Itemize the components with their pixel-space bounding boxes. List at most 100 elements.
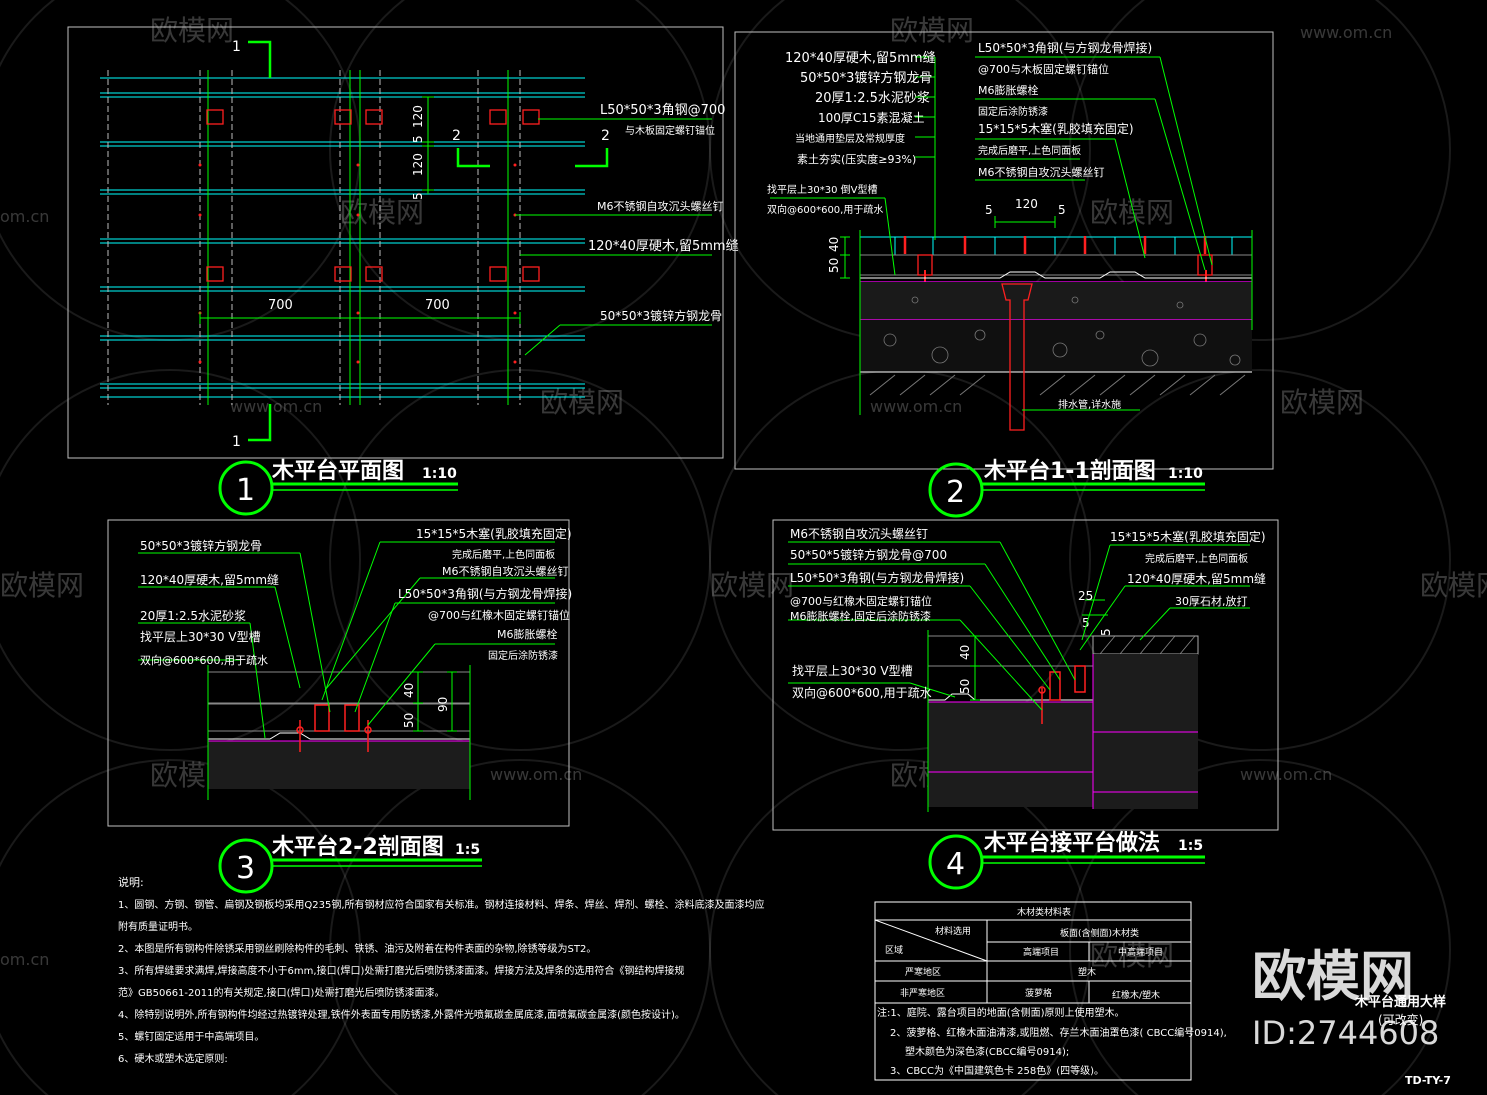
section3-label: 120*40厚硬木,留5mm缝 (140, 572, 279, 587)
watermark-brand: 欧模网 (1420, 569, 1487, 602)
section2-label: 双向@600*600,用于疏水 (767, 203, 883, 216)
table-header: 板面(含侧面)木材类 (1060, 927, 1139, 939)
section4-label: M6不锈钢自攻沉头螺丝钉 (790, 527, 928, 541)
watermark-site: www.om.cn (870, 397, 962, 416)
watermark-site: om.cn (0, 207, 49, 226)
plan-dims (199, 96, 521, 324)
title-2: 2 木平台1-1剖面图 1:10 (928, 458, 1205, 518)
screed-line (860, 271, 1252, 279)
table-cell: 菠萝格 (1025, 987, 1052, 999)
view-title: 木平台接平台做法 (983, 830, 1160, 856)
table-cell: 红橡木/塑木 (1112, 989, 1160, 1001)
section3-label: @700与红橡木固定螺钉锚位 (428, 608, 570, 622)
title-1: 1 木平台平面图 1:10 (218, 458, 458, 516)
section2-label: @700与木板固定螺钉锚位 (978, 62, 1109, 76)
table-cell: 严寒地区 (905, 966, 941, 978)
dim-50: 50 (958, 679, 972, 694)
watermark-site: www.om.cn (230, 397, 322, 416)
note-line: 1、圆钢、方钢、钢管、扁钢及钢板均采用Q235钢,所有钢材应符合国家有关标准。钢… (118, 898, 765, 911)
notes-title: 说明: (118, 875, 144, 889)
watermark-texts: 欧模网 www.om.cn 欧模网 www.om.cn om.cn 欧模网 欧模… (0, 14, 1487, 972)
note-line: 附有质量证明书。 (118, 920, 198, 933)
table-note: 塑木颜色为深色漆(CBCC编号0914); (905, 1045, 1069, 1058)
table-note: 2、菠萝格、红橡木面油清漆,或阻燃、存兰木面油罩色漆( CBCC编号0914), (890, 1026, 1227, 1039)
view-number: 4 (946, 847, 965, 882)
leaders-4-right (1079, 544, 1250, 651)
base-3 (208, 741, 470, 789)
dim-700: 700 (425, 298, 450, 313)
watermark-site: www.om.cn (1240, 765, 1332, 784)
aggregate (883, 296, 1241, 367)
note-line: 6、硬木或塑木选定原则: (118, 1052, 228, 1065)
view4-junction: 40 50 25 5 5 M6不锈钢自攻沉头螺丝钉 50*50*5镀锌方钢龙骨@… (772, 519, 1279, 831)
view-title: 木平台2-2剖面图 (271, 834, 444, 860)
section2-label: M6不锈钢自攻沉头螺丝钉 (978, 165, 1105, 179)
note-line: 4、除特别说明外,所有钢构件均经过热镀锌处理,铁件外表面专用防锈漆,外露件光喷氟… (118, 1008, 685, 1021)
leaders-3-right (321, 541, 555, 726)
dim-120: 120 (1015, 197, 1038, 211)
table-note: 3、CBCC为《中国建筑色卡 258色》(四等级)。 (890, 1064, 1104, 1077)
section2-label: 120*40厚硬木,留5mm缝 (785, 51, 936, 66)
watermark-brand: 欧模网 (150, 14, 234, 47)
section2-label: 50*50*3镀锌方钢龙骨 (800, 70, 932, 86)
note-line: 范》GB50661-2011的有关规定,接口(焊口)处需打磨光后喷防锈漆面漆。 (118, 986, 444, 999)
view3-section: 40 50 90 50*50*3镀锌方钢龙骨 120*40厚硬木,留5mm缝 2… (107, 519, 572, 827)
table-header: 区域 (885, 944, 903, 956)
base-layer (860, 320, 1252, 372)
dim-120: 120 (411, 105, 425, 128)
dim-40: 40 (958, 645, 972, 660)
drain-pipe (1001, 283, 1033, 431)
base-4 (928, 702, 1093, 807)
plan-label: 50*50*3镀锌方钢龙骨 (600, 308, 722, 323)
plan-anchors (206, 109, 540, 282)
note-line: 2、本图是所有钢构件除锈采用钢丝刷除构件的毛刺、铁锈、油污及附着在构件表面的杂物… (118, 942, 596, 955)
watermark-brand: 欧模网 (1090, 939, 1174, 972)
view-number: 2 (946, 475, 965, 510)
table-header: 高端项目 (1023, 946, 1059, 958)
dim-5: 5 (411, 192, 425, 200)
watermark-brand: 欧模网 (1090, 196, 1174, 229)
section2-label: 完成后磨平,上色同面板 (978, 144, 1081, 157)
watermark-brand: 欧模网 (1280, 386, 1364, 419)
table-cell: 塑木 (1078, 966, 1096, 978)
board-4 (927, 635, 1094, 667)
view1-frame (67, 26, 724, 459)
plan-leaders (515, 118, 712, 356)
section2-leaders-right (975, 56, 1213, 271)
table-cell: 非严寒地区 (900, 987, 945, 999)
section3-label: M6不锈钢自攻沉头螺丝钉 (442, 564, 569, 578)
dim-5: 5 (1058, 203, 1066, 217)
dim-5: 5 (985, 203, 993, 217)
section4-label: 50*50*5镀锌方钢龙骨@700 (790, 547, 947, 562)
note-line: 5、螺钉固定适用于中高端项目。 (118, 1030, 264, 1043)
watermark-brand: 欧模网 (890, 14, 974, 47)
screed-3 (208, 732, 470, 740)
view-number: 1 (236, 473, 255, 508)
view-title: 木平台1-1剖面图 (983, 458, 1156, 484)
view3-frame (107, 519, 570, 827)
section3-label: 找平层上30*30 V型槽 (140, 630, 261, 644)
watermark-site: www.om.cn (490, 765, 582, 784)
plan-screws (198, 163, 517, 364)
dim-5: 5 (411, 135, 425, 143)
section2-label: 当地通用垫层及常规厚度 (795, 132, 905, 145)
view-scale: 1:5 (1178, 838, 1203, 854)
sheet-title: 木平台通用大样 (1354, 994, 1446, 1010)
section3-label: 固定后涂防锈漆 (488, 649, 558, 662)
view-scale: 1:10 (1168, 466, 1203, 482)
drawing-code: TD-TY-7 (1405, 1074, 1451, 1087)
watermark-big-brand: 欧模网 (1252, 945, 1414, 1008)
section3-label: 20厚1:2.5水泥砂浆 (140, 608, 246, 623)
cut-mark-1 (248, 40, 609, 442)
section-screws (903, 236, 1207, 254)
cut-label: 2 (452, 128, 461, 144)
section3-label: 双向@600*600,用于疏水 (140, 653, 268, 667)
view-number: 3 (236, 851, 255, 886)
dims-4 (927, 599, 1108, 812)
stone-hatch (1099, 635, 1196, 655)
plan-joists-green (207, 70, 509, 405)
plan-label: 120*40厚硬木,留5mm缝 (588, 239, 739, 254)
section2-label: M6膨胀螺栓 (978, 83, 1039, 97)
dim-25: 25 (1078, 589, 1093, 603)
